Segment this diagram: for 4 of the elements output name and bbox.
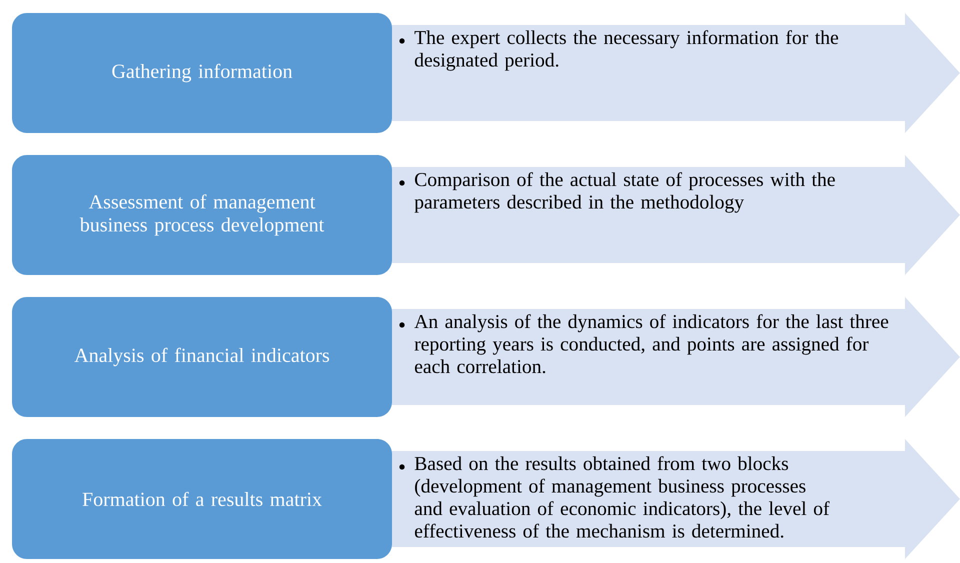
process-box: Analysis of financial indicators — [12, 297, 392, 417]
process-box: Gathering information — [12, 13, 392, 133]
process-box: Assessment of management business process development — [12, 155, 392, 275]
process-box: Formation of a results matrix — [12, 439, 392, 559]
